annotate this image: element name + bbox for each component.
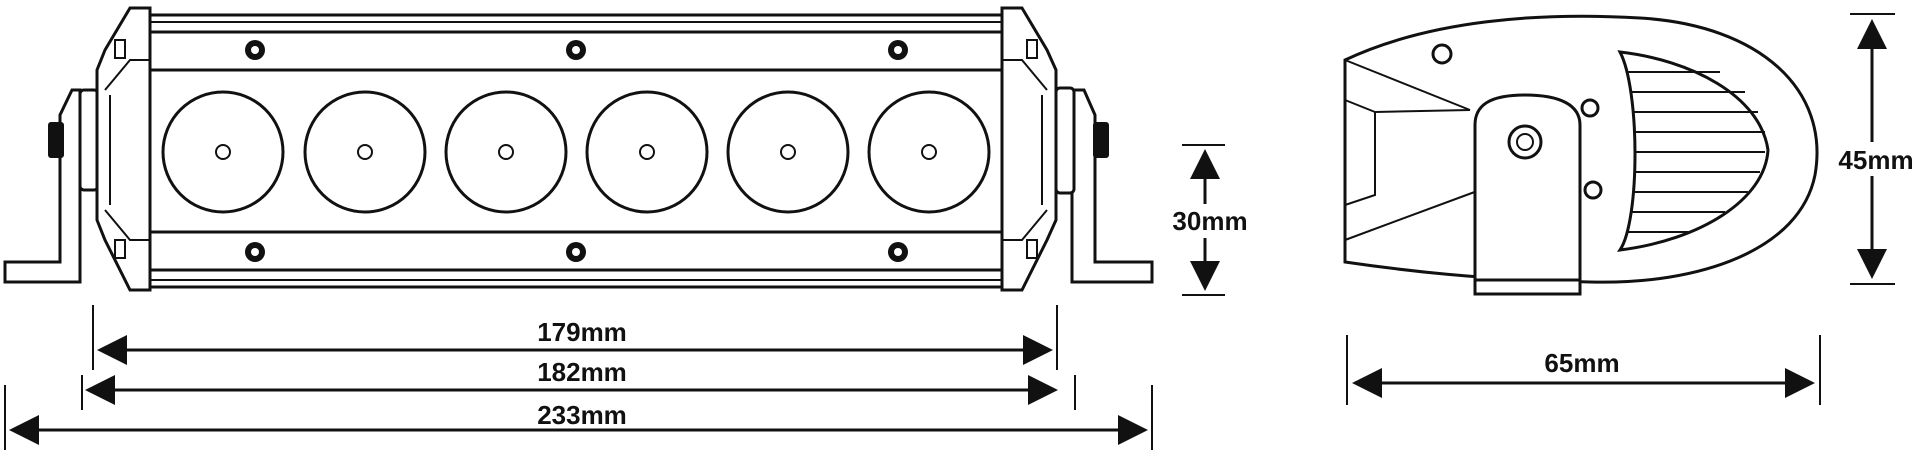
dim-label-side-depth: 65mm xyxy=(1544,348,1619,378)
front-view xyxy=(3,6,1154,292)
mount-hole xyxy=(1583,180,1603,200)
led-lens xyxy=(161,90,285,214)
dim-label-body-length: 182mm xyxy=(537,357,627,387)
housing-screws xyxy=(245,40,908,262)
dim-label-overall-length: 233mm xyxy=(537,400,627,430)
side-mounting-bracket xyxy=(1473,93,1582,296)
right-mounting-bracket xyxy=(1054,86,1154,284)
heatsink-fins xyxy=(1616,50,1770,252)
mount-hole xyxy=(1431,43,1453,65)
led-lens xyxy=(444,90,568,214)
left-end-cap xyxy=(95,6,152,292)
led-lenses xyxy=(161,90,991,214)
right-end-cap xyxy=(1000,6,1058,292)
led-lens xyxy=(585,90,709,214)
side-view xyxy=(1343,14,1819,296)
led-lens xyxy=(867,90,991,214)
left-mounting-bracket xyxy=(3,88,100,284)
mount-hole xyxy=(1580,98,1600,118)
dim-label-lens-length: 179mm xyxy=(537,317,627,347)
light-bar-housing xyxy=(148,13,1004,289)
front-dimensions: 179mm 182mm 233mm 30mm xyxy=(4,144,1252,450)
led-lens xyxy=(726,90,850,214)
led-lens xyxy=(303,90,427,214)
dim-label-side-height: 45mm xyxy=(1838,145,1913,175)
side-dimensions: 45mm 65mm xyxy=(1346,13,1918,405)
dim-label-body-height: 30mm xyxy=(1172,206,1247,236)
